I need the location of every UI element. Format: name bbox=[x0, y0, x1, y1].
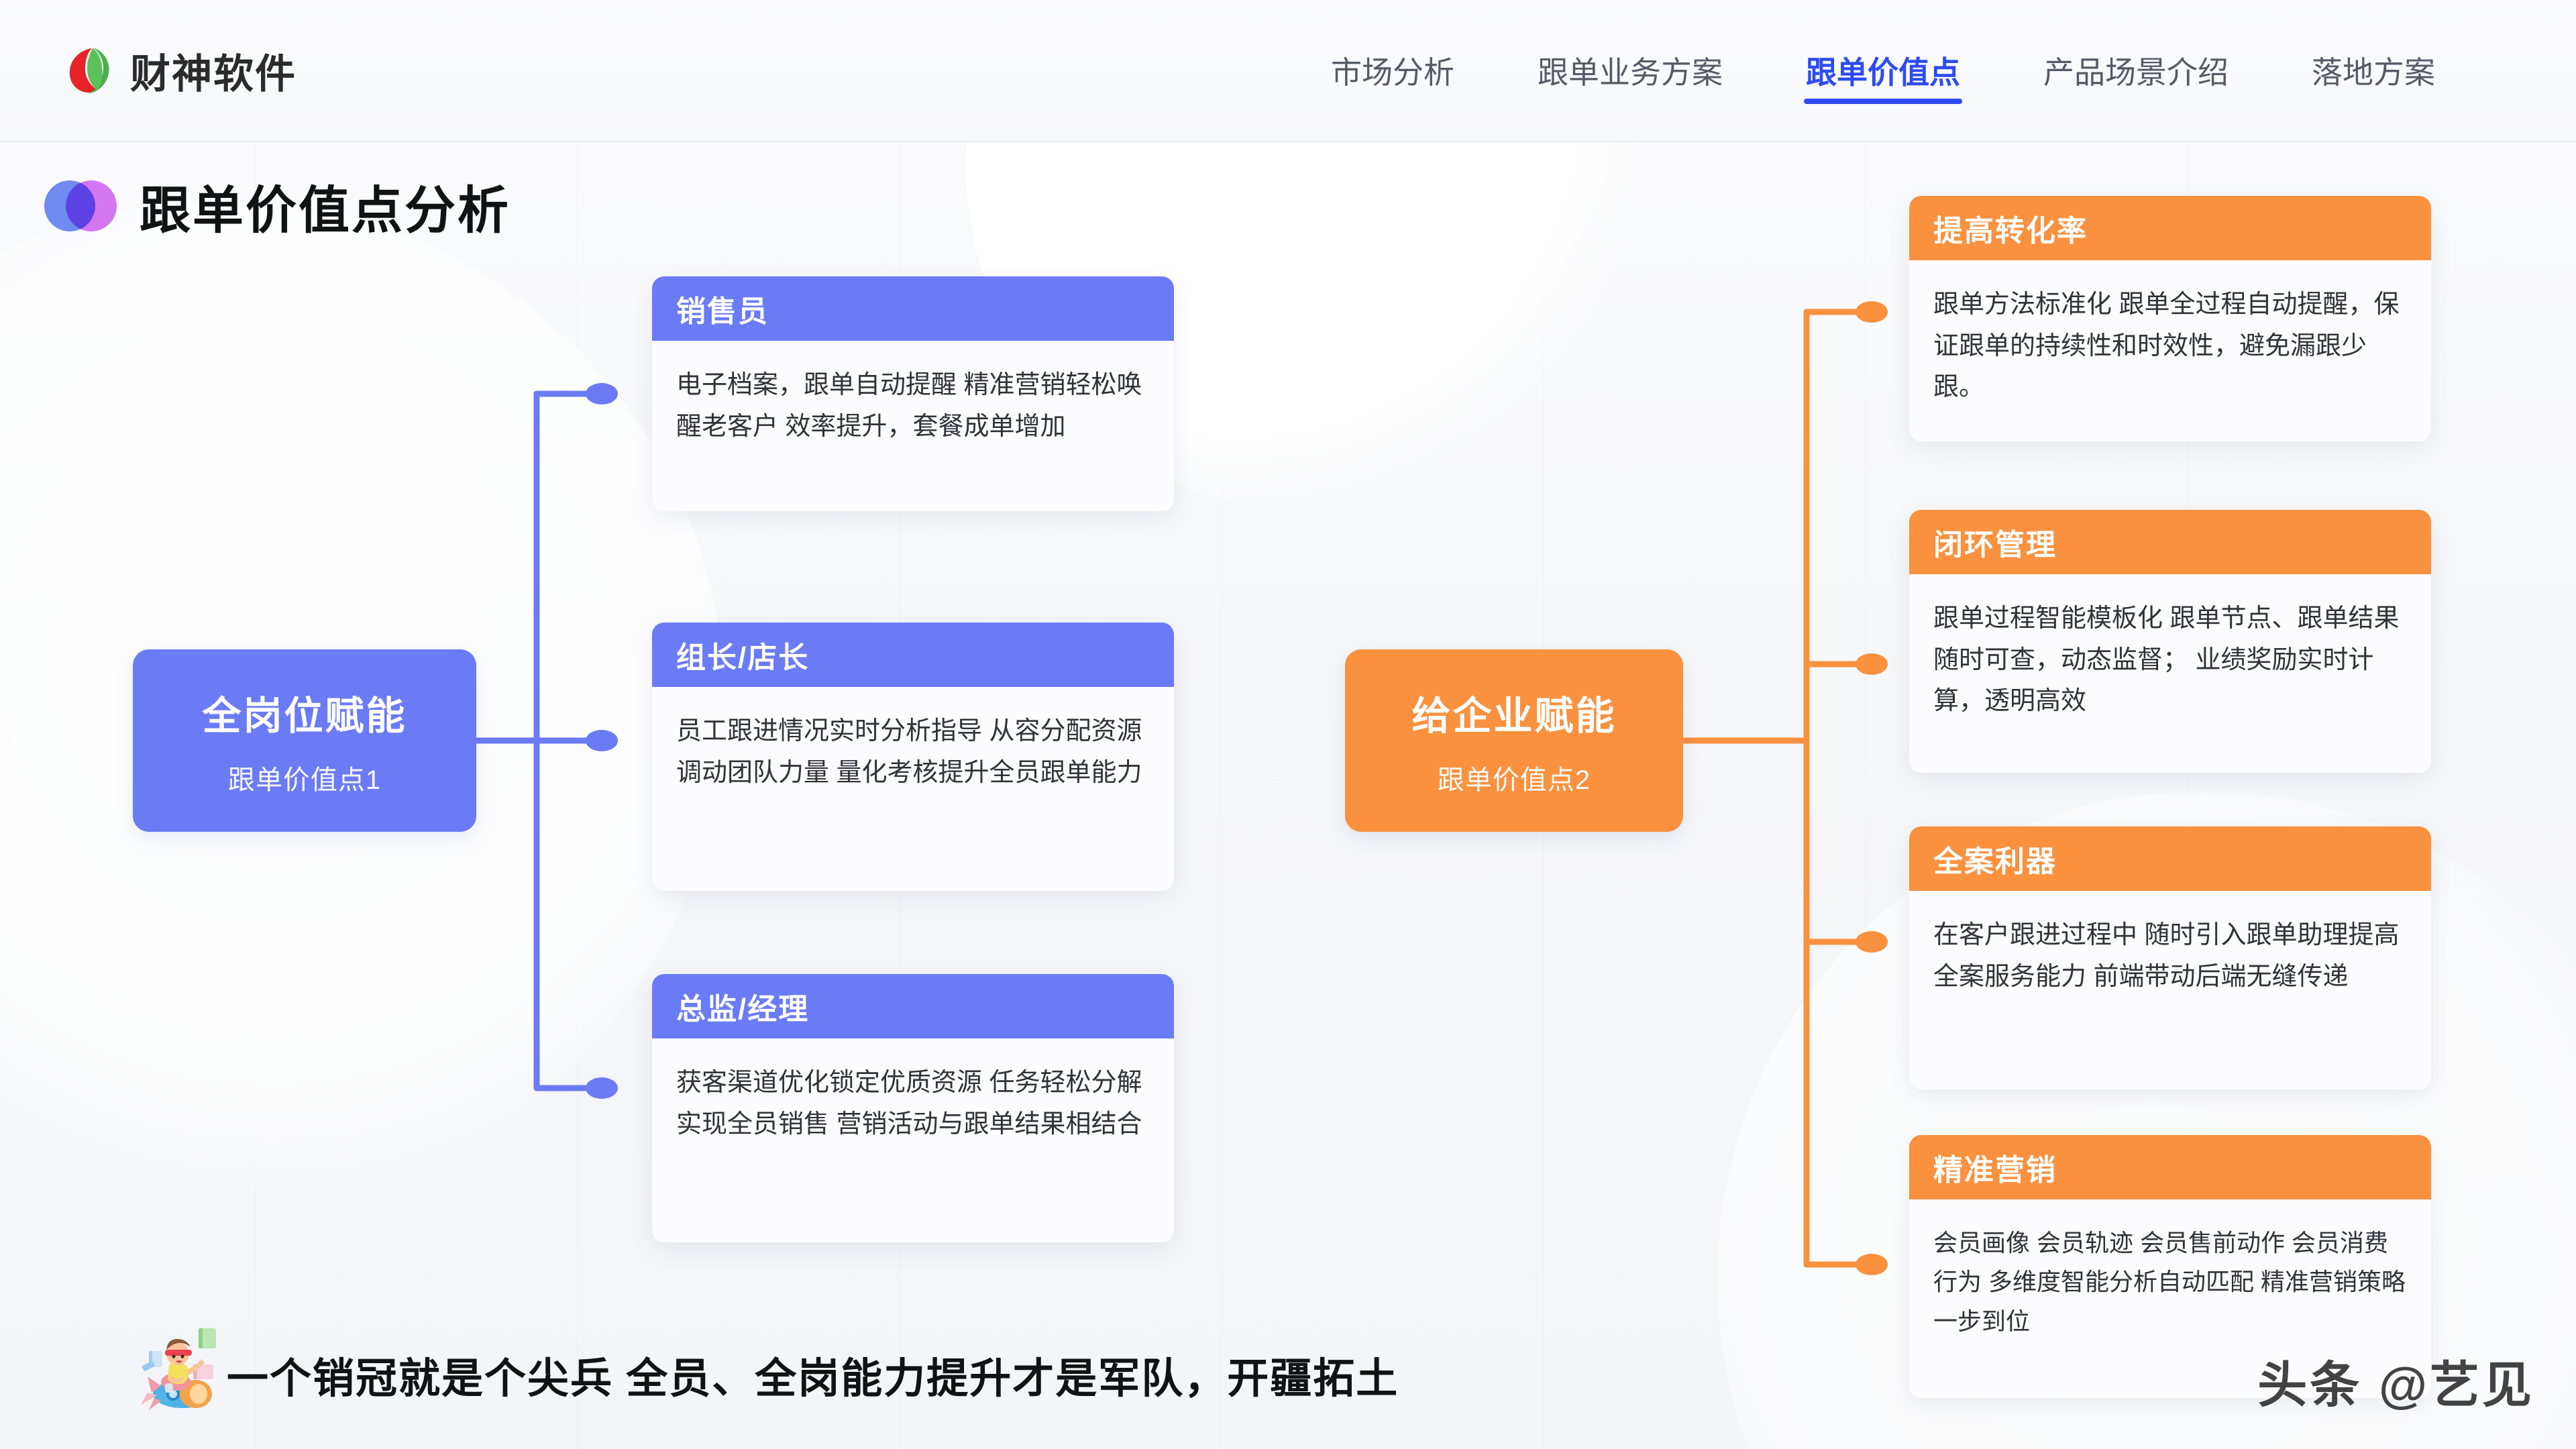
node-right-enterprise[interactable]: 给企业赋能 跟单价值点2 bbox=[1345, 649, 1683, 832]
card-salesperson-body: 电子档案，跟单自动提醒 精准营销轻松唤醒老客户 效率提升，套餐成单增加 bbox=[676, 371, 1142, 441]
node-right-title: 给企业赋能 bbox=[1411, 694, 1617, 738]
card-closed-loop-management-title: 闭环管理 bbox=[1909, 510, 2431, 574]
node-left-title: 全岗位赋能 bbox=[202, 694, 407, 738]
nav-item-market-analysis[interactable]: 市场分析 bbox=[1331, 55, 1454, 90]
card-precision-marketing-body: 会员画像 会员轨迹 会员售前动作 会员消费行为 多维度智能分析自动匹配 精准营销… bbox=[1933, 1229, 2406, 1335]
page-title: 跟单价值点分析 bbox=[140, 182, 511, 239]
nav-item-product-scenarios[interactable]: 产品场景介绍 bbox=[2043, 55, 2229, 90]
main-nav: 市场分析 跟单业务方案 跟单价值点 产品场景介绍 落地方案 bbox=[1289, 30, 2477, 111]
card-team-leader[interactable]: 组长/店长 员工跟进情况实时分析指导 从容分配资源调动团队力量 量化考核提升全员… bbox=[652, 623, 1174, 891]
card-team-leader-body: 员工跟进情况实时分析指导 从容分配资源调动团队力量 量化考核提升全员跟单能力 bbox=[676, 717, 1142, 787]
brand[interactable]: 财神软件 bbox=[64, 42, 297, 100]
card-closed-loop-management-body: 跟单过程智能模板化 跟单节点、跟单结果随时可查，动态监督； 业绩奖励实时计算，透… bbox=[1933, 604, 2400, 716]
card-salesperson-title: 销售员 bbox=[652, 276, 1174, 341]
card-director-manager-title: 总监/经理 bbox=[652, 974, 1174, 1038]
brand-name: 财神软件 bbox=[130, 51, 297, 97]
card-closed-loop-management[interactable]: 闭环管理 跟单过程智能模板化 跟单节点、跟单结果随时可查，动态监督； 业绩奖励实… bbox=[1909, 510, 2431, 773]
two-overlapping-circles-icon bbox=[44, 180, 117, 231]
card-director-manager[interactable]: 总监/经理 获客渠道优化锁定优质资源 任务轻松分解实现全员销售 营销活动与跟单结… bbox=[652, 974, 1174, 1242]
nav-item-business-plan[interactable]: 跟单业务方案 bbox=[1538, 55, 1723, 90]
card-salesperson[interactable]: 销售员 电子档案，跟单自动提醒 精准营销轻松唤醒老客户 效率提升，套餐成单增加 bbox=[652, 276, 1174, 511]
footer-text: 一个销冠就是个尖兵 全员、全岗能力提升才是军队，开疆拓土 bbox=[227, 1356, 1399, 1402]
card-team-leader-title: 组长/店长 bbox=[652, 623, 1174, 687]
card-director-manager-body: 获客渠道优化锁定优质资源 任务轻松分解实现全员销售 营销活动与跟单结果相结合 bbox=[676, 1069, 1142, 1138]
card-full-case-tool-body: 在客户跟进过程中 随时引入跟单助理提高全案服务能力 前端带动后端无缝传递 bbox=[1933, 921, 2400, 991]
node-left-subtitle: 跟单价值点1 bbox=[227, 765, 382, 795]
nav-item-implementation-plan[interactable]: 落地方案 bbox=[2312, 55, 2435, 90]
node-left-all-positions[interactable]: 全岗位赋能 跟单价值点1 bbox=[133, 649, 476, 832]
node-right-subtitle: 跟单价值点2 bbox=[1437, 765, 1591, 795]
nav-item-value-points[interactable]: 跟单价值点 bbox=[1764, 30, 2002, 111]
leaf-logo-icon bbox=[69, 47, 109, 94]
card-improve-conversion[interactable]: 提高转化率 跟单方法标准化 跟单全过程自动提醒，保证跟单的持续性和时效性，避免漏… bbox=[1909, 196, 2431, 441]
footer: 一个销冠就是个尖兵 全员、全岗能力提升才是军队，开疆拓土 bbox=[131, 1326, 1399, 1424]
card-precision-marketing-title: 精准营销 bbox=[1909, 1135, 2431, 1199]
kid-on-rocket-icon bbox=[141, 1328, 216, 1410]
card-improve-conversion-title: 提高转化率 bbox=[1909, 196, 2431, 260]
card-full-case-tool[interactable]: 全案利器 在客户跟进过程中 随时引入跟单助理提高全案服务能力 前端带动后端无缝传… bbox=[1909, 826, 2431, 1089]
page-header: 财神软件 市场分析 跟单业务方案 跟单价值点 产品场景介绍 落地方案 bbox=[0, 0, 2576, 142]
card-improve-conversion-body: 跟单方法标准化 跟单全过程自动提醒，保证跟单的持续性和时效性，避免漏跟少跟。 bbox=[1933, 290, 2400, 402]
card-full-case-tool-title: 全案利器 bbox=[1909, 826, 2431, 891]
watermark: 头条 @艺见 bbox=[2257, 1357, 2534, 1413]
page-title-row: 跟单价值点分析 bbox=[44, 169, 511, 243]
